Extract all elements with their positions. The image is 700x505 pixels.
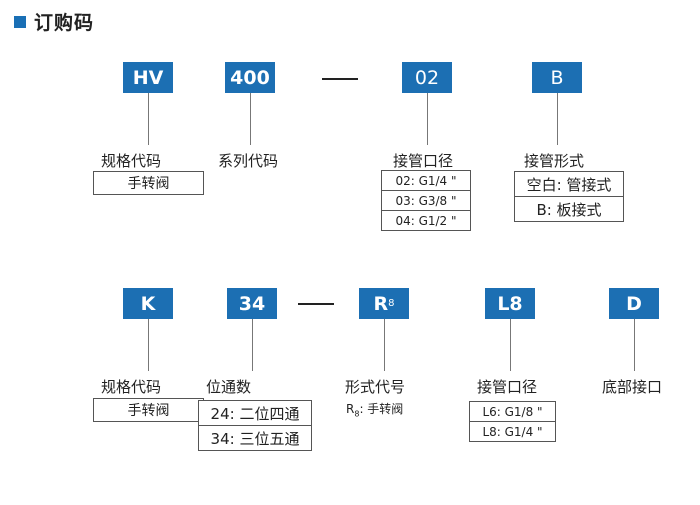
connection-type-table: 空白: 管接式 B: 板接式	[514, 171, 624, 222]
connector-line	[510, 319, 511, 371]
code-box-b: B	[532, 62, 582, 93]
code-box-d: D	[609, 288, 659, 319]
label-spec-code: 规格代码	[101, 378, 162, 396]
form-note-text: : 手转阀	[359, 402, 404, 416]
code-box-34: 34	[227, 288, 277, 319]
position-option-24: 24: 二位四通	[210, 404, 300, 423]
port-option-03: 03: G3/8 "	[382, 190, 470, 210]
code-r-subscript: 8	[388, 298, 395, 309]
dash-separator	[322, 78, 358, 80]
dash-separator	[298, 303, 334, 305]
position-count-table: 24: 二位四通 34: 三位五通	[198, 400, 312, 451]
connector-line	[148, 93, 149, 145]
label-connection-type: 接管形式	[524, 152, 585, 170]
code-r-letter: R	[373, 292, 389, 315]
connector-line	[250, 93, 251, 145]
code-box-k: K	[123, 288, 173, 319]
code-box-02: 02	[402, 62, 452, 93]
label-series-code: 系列代码	[218, 152, 279, 170]
port-size-table-2: L6: G1/8 " L8: G1/4 "	[469, 401, 556, 442]
port-option-02: 02: G1/4 "	[395, 173, 457, 188]
code-box-hv: HV	[123, 62, 173, 93]
connection-option-blank: 空白: 管接式	[526, 175, 612, 194]
label-bottom-port: 底部接口	[602, 378, 663, 396]
form-note-subscript: 8	[354, 409, 360, 419]
position-option-34: 34: 三位五通	[199, 425, 311, 450]
form-code-note: R8: 手转阀	[346, 400, 403, 418]
connector-line	[384, 319, 385, 371]
label-form-code: 形式代号	[345, 378, 406, 396]
connector-line	[557, 93, 558, 145]
spec-code-value: 手转阀	[127, 403, 170, 419]
code-box-l8: L8	[485, 288, 535, 319]
connection-option-b: B: 板接式	[515, 196, 623, 221]
page-title: 订购码	[34, 12, 95, 34]
connector-line	[634, 319, 635, 371]
label-port-size: 接管口径	[393, 152, 454, 170]
label-port-size: 接管口径	[477, 378, 538, 396]
spec-code-box: 手转阀	[93, 398, 204, 422]
spec-code-box: 手转阀	[93, 171, 204, 195]
connector-line	[148, 319, 149, 371]
port-option-l6: L6: G1/8 "	[482, 404, 543, 419]
code-box-400: 400	[225, 62, 275, 93]
form-note-prefix: R	[346, 402, 355, 416]
connector-line	[252, 319, 253, 371]
port-option-l8: L8: G1/4 "	[470, 421, 555, 441]
label-spec-code: 规格代码	[101, 152, 162, 170]
port-size-table: 02: G1/4 " 03: G3/8 " 04: G1/2 "	[381, 170, 471, 231]
port-option-04: 04: G1/2 "	[382, 210, 470, 230]
title-marker	[14, 16, 26, 28]
spec-code-value: 手转阀	[127, 176, 170, 192]
connector-line	[427, 93, 428, 145]
label-position-count: 位通数	[206, 378, 252, 396]
